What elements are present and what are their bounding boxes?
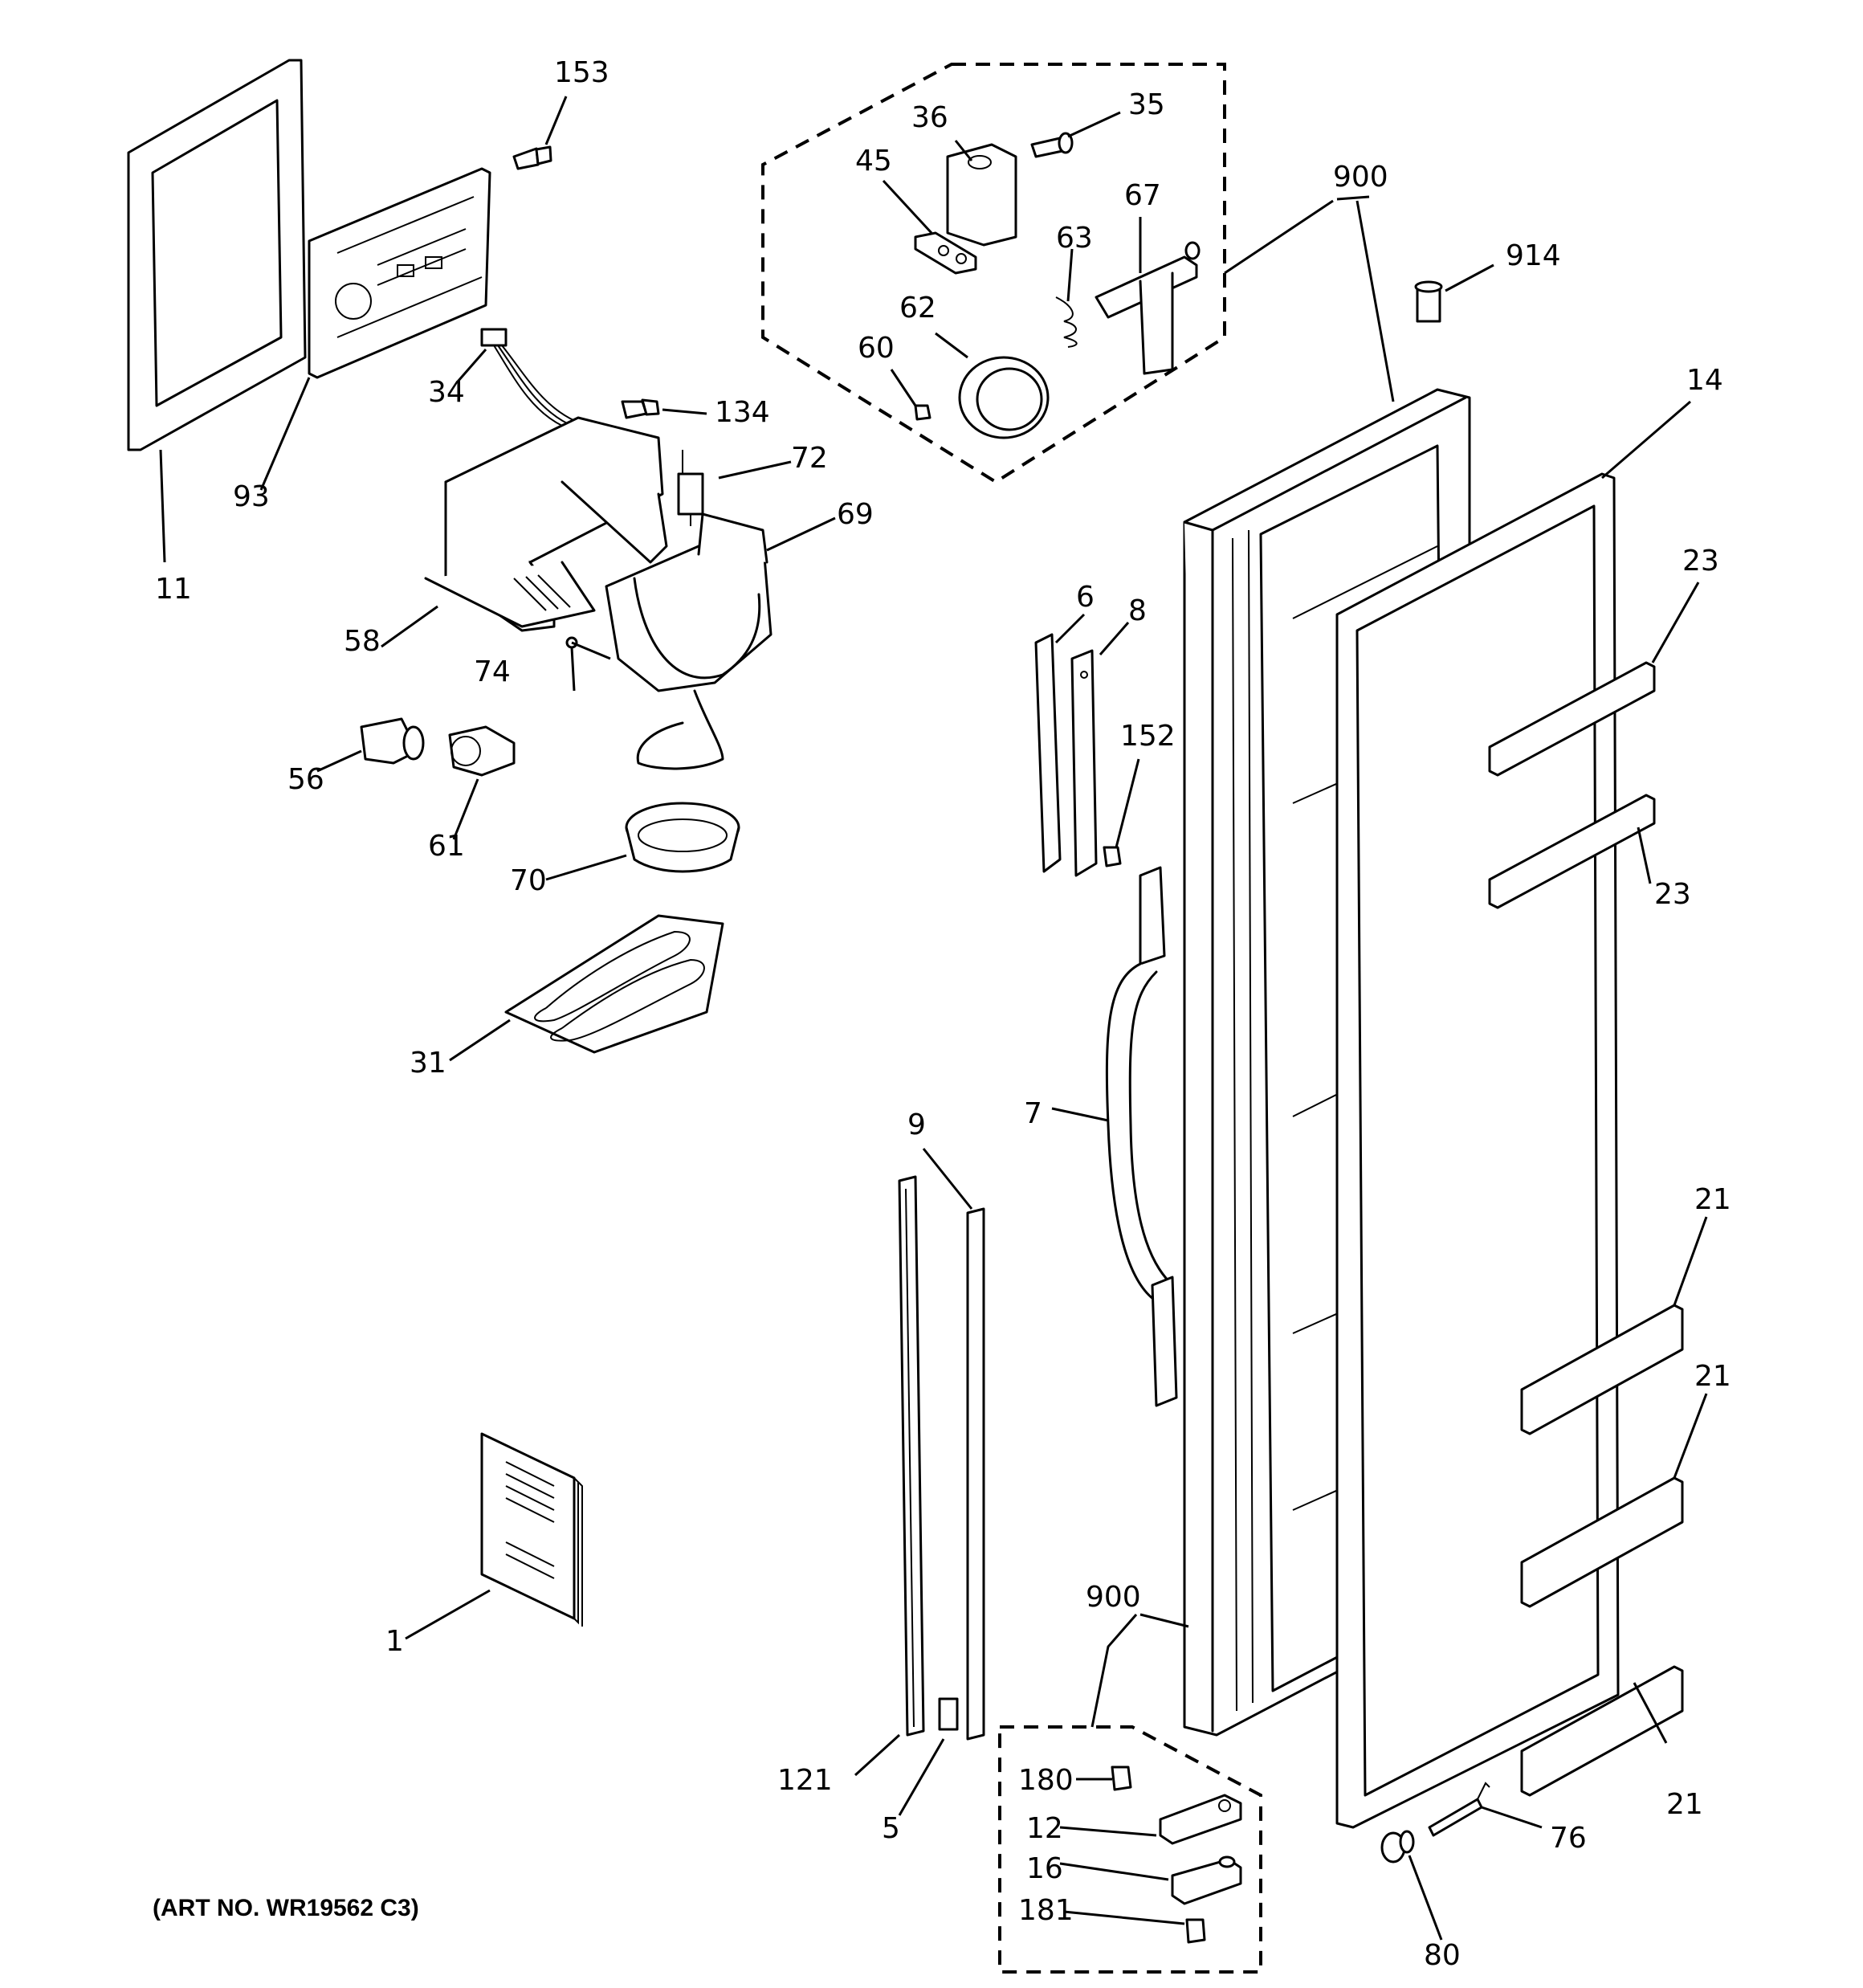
callout-14: 14 bbox=[1686, 364, 1723, 397]
part-69-ice-chute bbox=[605, 512, 773, 770]
callout-16: 16 bbox=[1026, 1852, 1063, 1885]
callout-900-top: 900 bbox=[1333, 161, 1388, 194]
part-914-cap bbox=[1414, 280, 1443, 323]
callout-11: 11 bbox=[155, 573, 192, 606]
callout-23-lower: 23 bbox=[1654, 878, 1691, 911]
callout-35: 35 bbox=[1128, 88, 1165, 121]
part-76-tube bbox=[1428, 1782, 1490, 1837]
part-134-screw bbox=[621, 398, 660, 419]
part-153-screw bbox=[512, 145, 552, 170]
callout-61: 61 bbox=[428, 830, 465, 863]
art-number-label: (ART NO. WR19562 C3) bbox=[153, 1895, 419, 1921]
callout-900-bottom: 900 bbox=[1086, 1581, 1141, 1614]
callout-180: 180 bbox=[1018, 1764, 1074, 1797]
part-180-screw bbox=[1111, 1766, 1132, 1791]
part-9-trim bbox=[966, 1207, 985, 1741]
callout-70: 70 bbox=[510, 864, 547, 897]
hinge-kit-boundary bbox=[998, 1725, 1262, 1974]
part-23-bin-lower bbox=[1488, 794, 1656, 909]
part-7-handle bbox=[1105, 866, 1178, 1407]
callout-36: 36 bbox=[911, 101, 948, 134]
callout-72: 72 bbox=[791, 442, 828, 475]
callout-23-upper: 23 bbox=[1682, 545, 1719, 578]
part-93-control-board bbox=[308, 167, 491, 379]
part-74-spring bbox=[565, 636, 611, 692]
leader-lines bbox=[159, 96, 1708, 1941]
callout-5: 5 bbox=[882, 1812, 900, 1845]
callout-1: 1 bbox=[385, 1625, 404, 1658]
part-31-drip-tray bbox=[504, 914, 724, 1054]
callout-21-b: 21 bbox=[1694, 1360, 1731, 1393]
callout-93: 93 bbox=[233, 480, 270, 513]
part-58-dispenser-housing bbox=[424, 416, 668, 632]
part-14-door-gasket bbox=[1335, 472, 1620, 1829]
part-36-solenoid bbox=[946, 143, 1017, 247]
part-56-motor-coupler bbox=[360, 717, 425, 765]
callout-12: 12 bbox=[1026, 1812, 1063, 1845]
part-23-bin-upper bbox=[1488, 661, 1656, 777]
callout-134: 134 bbox=[715, 396, 770, 429]
callout-6: 6 bbox=[1076, 581, 1095, 614]
part-35-screw bbox=[1030, 132, 1074, 158]
callout-8: 8 bbox=[1128, 594, 1147, 627]
part-34-wire-harness bbox=[480, 328, 576, 427]
callout-80: 80 bbox=[1424, 1939, 1461, 1972]
part-61-auger bbox=[448, 725, 516, 777]
part-67-chute-door bbox=[1095, 241, 1201, 375]
callout-76: 76 bbox=[1550, 1822, 1587, 1855]
callout-21-a: 21 bbox=[1694, 1183, 1731, 1216]
part-80-fitting bbox=[1380, 1830, 1415, 1863]
callout-181: 181 bbox=[1018, 1894, 1074, 1927]
callout-152: 152 bbox=[1120, 720, 1176, 753]
callout-21-c: 21 bbox=[1666, 1788, 1703, 1821]
part-11-dispenser-frame bbox=[127, 59, 307, 451]
part-12-hinge bbox=[1159, 1794, 1242, 1845]
part-5-clip bbox=[938, 1697, 959, 1731]
callout-34: 34 bbox=[428, 376, 465, 409]
part-63-spring bbox=[1055, 296, 1078, 348]
callout-67: 67 bbox=[1124, 179, 1161, 212]
part-121-trim bbox=[898, 1175, 925, 1737]
part-8-trim bbox=[1070, 649, 1098, 877]
part-6-trim bbox=[1034, 633, 1062, 873]
callout-69: 69 bbox=[837, 498, 874, 531]
callout-58: 58 bbox=[344, 625, 381, 658]
part-1-owners-manual bbox=[480, 1432, 583, 1627]
callout-914: 914 bbox=[1506, 239, 1561, 272]
callout-63: 63 bbox=[1056, 222, 1093, 255]
callout-153: 153 bbox=[554, 56, 609, 89]
callout-62: 62 bbox=[899, 292, 936, 325]
callout-56: 56 bbox=[287, 763, 324, 796]
part-181-screw bbox=[1185, 1918, 1206, 1944]
callout-7: 7 bbox=[1024, 1097, 1042, 1130]
part-45-bracket bbox=[914, 231, 977, 275]
callout-60: 60 bbox=[858, 332, 895, 365]
part-62-duct-door bbox=[958, 356, 1050, 439]
callout-31: 31 bbox=[410, 1047, 446, 1080]
part-16-bushing bbox=[1171, 1855, 1242, 1905]
callout-9: 9 bbox=[907, 1108, 926, 1141]
part-152-screw bbox=[1103, 846, 1122, 867]
callout-121: 121 bbox=[777, 1764, 833, 1797]
part-70-ring bbox=[625, 802, 740, 873]
part-72-switch bbox=[677, 450, 704, 526]
callout-74: 74 bbox=[474, 655, 511, 688]
callout-45: 45 bbox=[855, 145, 892, 178]
ice-chute-kit-boundary bbox=[761, 63, 1226, 484]
part-60-screw bbox=[914, 404, 932, 421]
